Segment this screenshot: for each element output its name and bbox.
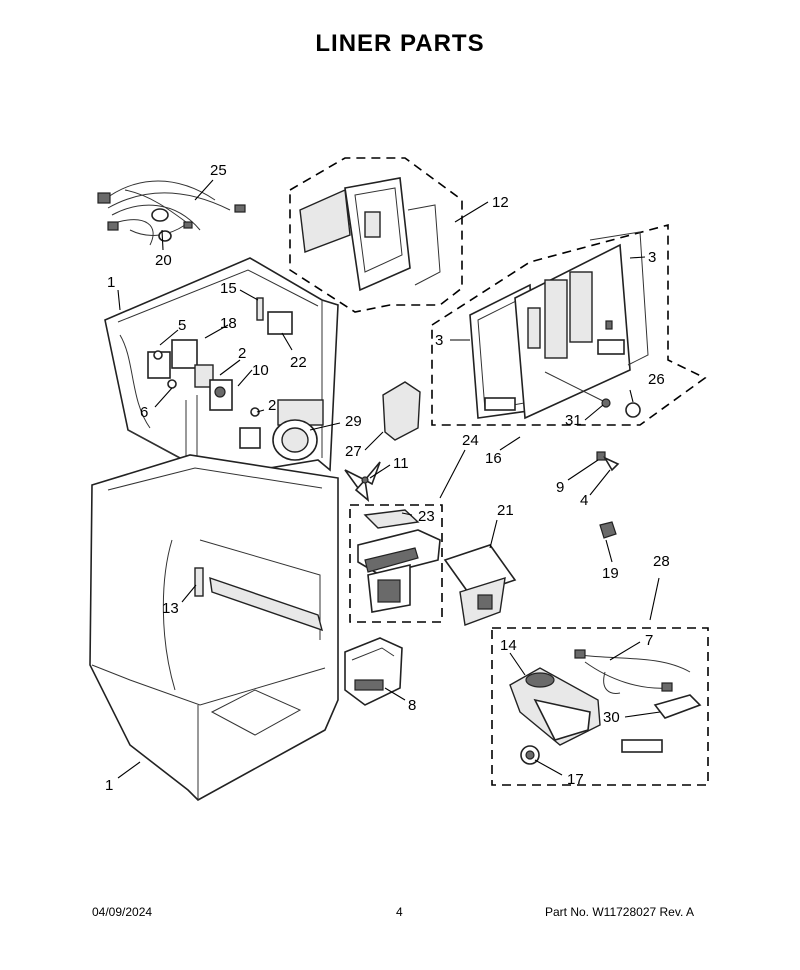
callout-16: 16 (485, 450, 502, 467)
callout-21: 21 (497, 502, 514, 519)
screw-clip-drawing (596, 451, 620, 472)
callout-31: 31 (565, 412, 582, 429)
group-outline-12 (289, 157, 463, 313)
callout-23: 23 (418, 508, 435, 525)
callout-20: 20 (155, 252, 172, 269)
liner-components-drawing (147, 297, 324, 461)
leader-lines (117, 179, 661, 779)
callout-7: 7 (645, 632, 653, 649)
callout-25: 25 (210, 162, 227, 179)
callout-15: 15 (220, 280, 237, 297)
callout-6: 6 (140, 404, 148, 421)
group-outline-28 (491, 627, 709, 786)
wire-harness-drawing (97, 180, 246, 246)
callout-22: 22 (290, 354, 307, 371)
ice-chute-drawing (443, 544, 517, 626)
callout-12: 12 (492, 194, 509, 211)
callout-18: 18 (220, 315, 237, 332)
callout-3-left: 3 (435, 332, 443, 349)
callout-27: 27 (345, 443, 362, 460)
callout-5: 5 (178, 317, 186, 334)
callout-13: 13 (162, 600, 179, 617)
callout-24: 24 (462, 432, 479, 449)
callout-17: 17 (567, 771, 584, 788)
footer-date: 04/09/2024 (92, 905, 153, 919)
footer-page-number: 4 (396, 905, 403, 919)
callout-26: 26 (648, 371, 665, 388)
callout-11: 11 (393, 455, 409, 472)
callout-labels: 25 20 1 15 5 18 22 2 10 2 6 29 27 11 12 … (105, 162, 670, 794)
callout-10: 10 (252, 362, 269, 379)
callout-29: 29 (345, 413, 362, 430)
fresh-food-liner-drawing (89, 454, 339, 801)
callout-3-right: 3 (648, 249, 656, 266)
dispenser-assembly-drawing (509, 649, 702, 765)
callout-28: 28 (653, 553, 670, 570)
footer-part-number: Part No. W11728027 Rev. A (545, 905, 694, 919)
page-title: LINER PARTS (315, 30, 485, 57)
knob-drawing (599, 521, 617, 539)
rear-cover-panels-drawing (469, 231, 649, 420)
callout-9: 9 (556, 479, 564, 496)
callout-14: 14 (500, 637, 517, 654)
ice-bucket-drawing (357, 509, 441, 613)
callout-8: 8 (408, 697, 416, 714)
group-outline-3 (431, 223, 707, 426)
group-outline-24 (349, 504, 443, 623)
damper-cover-drawing (382, 381, 421, 441)
callout-1-upper: 1 (107, 274, 115, 291)
callout-30: 30 (603, 709, 620, 726)
callout-2-lower: 2 (268, 397, 276, 414)
evaporator-cover-drawing (299, 177, 441, 292)
callout-4: 4 (580, 492, 588, 509)
callout-2-upper: 2 (238, 345, 246, 362)
callout-1-lower: 1 (105, 777, 113, 794)
callout-19: 19 (602, 565, 619, 582)
ice-maker-drawing (344, 637, 403, 706)
fan-blade-drawing (344, 461, 381, 502)
